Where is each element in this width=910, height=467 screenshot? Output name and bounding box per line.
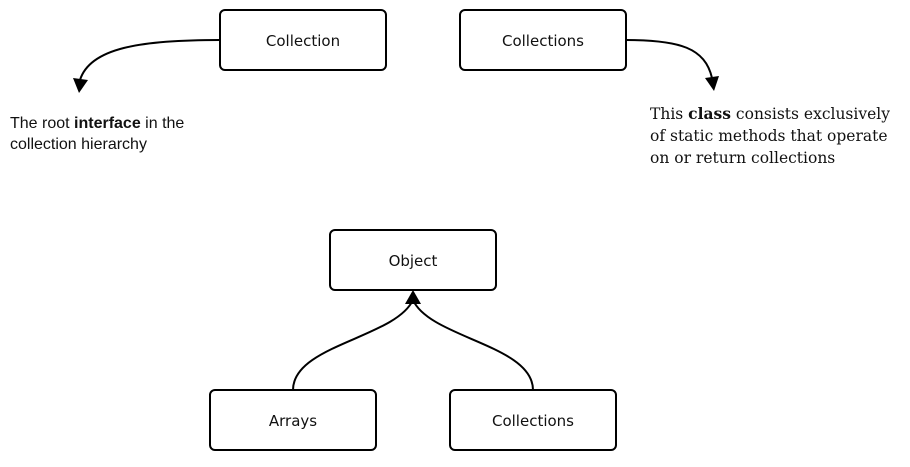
note-collections-bold: class (688, 104, 731, 123)
arrowhead-collections-note (705, 76, 719, 91)
note-collection: The root interface in the collection hie… (10, 113, 240, 155)
connector-collection-note (79, 39, 221, 81)
note-collections-after: consists exclusively of static methods t… (650, 105, 890, 167)
note-collections-before: This (650, 105, 689, 123)
node-arrays[interactable]: Arrays (209, 389, 377, 451)
note-collection-before: The root (10, 115, 75, 132)
arrowhead-collection-note (73, 78, 88, 93)
note-collections: This class consists exclusively of stati… (650, 103, 908, 169)
node-object-label: Object (389, 252, 438, 270)
node-collections-bottom-label: Collections (492, 412, 574, 430)
node-collections-top-label: Collections (502, 32, 584, 50)
node-collection-label: Collection (266, 32, 340, 50)
node-object[interactable]: Object (329, 229, 497, 291)
connector-arrays-object (292, 299, 414, 391)
arrowhead-object (405, 290, 421, 304)
note-collection-after: in the collection hierarchy (10, 115, 185, 153)
node-collections-bottom[interactable]: Collections (449, 389, 617, 451)
note-collection-bold: interface (74, 115, 141, 132)
node-collection[interactable]: Collection (219, 9, 387, 71)
connector-collections-object (412, 299, 534, 391)
node-arrays-label: Arrays (269, 412, 317, 430)
connector-collections-note (625, 39, 713, 79)
node-collections-top[interactable]: Collections (459, 9, 627, 71)
